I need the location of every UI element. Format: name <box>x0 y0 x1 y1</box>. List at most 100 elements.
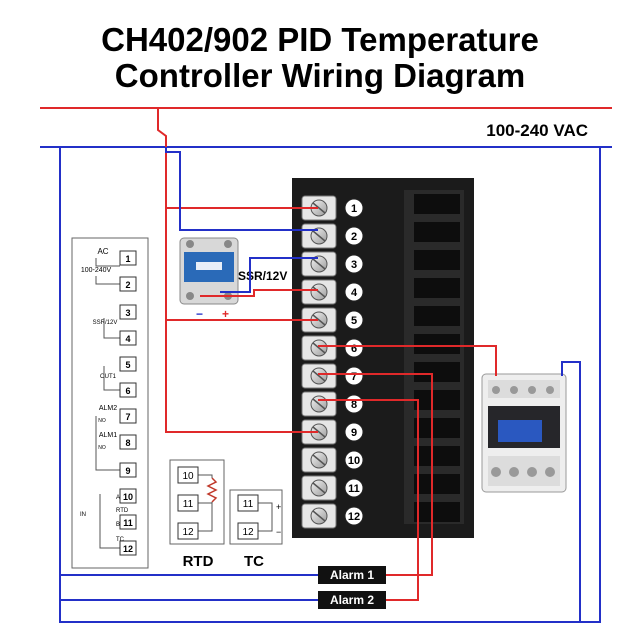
solid-state-relay <box>179 237 239 305</box>
terminal-number: 8 <box>351 399 357 411</box>
wire-contactor-coil-neutral <box>561 361 581 622</box>
rtd-terminal-number: 10 <box>182 471 194 482</box>
legend-terminal: 1 <box>119 250 137 266</box>
alarm-2-label-box: Alarm 2 <box>318 591 386 609</box>
legend-terminal-number: 5 <box>125 360 130 370</box>
legend-terminal: 6 <box>119 382 137 398</box>
controller-terminal[interactable]: 11 <box>301 475 364 501</box>
controller-fin <box>414 362 460 382</box>
wire-neutral-alarm2 <box>59 575 330 601</box>
legend-terminal: 11 <box>119 514 137 530</box>
title-line-2: Controller Wiring Diagram <box>114 57 526 94</box>
terminal-number: 1 <box>351 203 357 215</box>
legend-in-label: IN <box>80 512 86 518</box>
legend-terminal-number: 1 <box>125 254 130 264</box>
wire-t3-to-ssr <box>220 257 318 293</box>
legend-terminal-number: 10 <box>123 492 133 502</box>
controller-fin <box>414 502 460 522</box>
legend-terminal-number: 3 <box>125 308 130 318</box>
controller-terminal[interactable]: 9 <box>301 419 364 445</box>
legend-no-label-2: NO <box>98 418 106 424</box>
controller-terminal[interactable]: 4 <box>301 279 364 305</box>
title-line-1: CH402/902 PID Temperature <box>101 21 539 58</box>
legend-terminal-number: 6 <box>125 386 130 396</box>
ssr-plus-label: + <box>222 307 229 321</box>
supply-label: 100-240 VAC <box>486 121 588 140</box>
controller-terminal[interactable]: 3 <box>301 251 364 277</box>
legend-terminal: 3 <box>119 304 137 320</box>
terminal-number: 3 <box>351 259 357 271</box>
legend-terminal: 8 <box>119 434 137 450</box>
legend-terminal: 5 <box>119 356 137 372</box>
controller-terminal[interactable]: 2 <box>301 223 364 249</box>
svg-text:+: + <box>276 502 281 512</box>
legend-a-label: A <box>116 495 120 501</box>
wire-t7-alarm1 <box>318 373 433 576</box>
controller-terminal[interactable]: 6 <box>301 335 364 361</box>
terminal-number: 12 <box>348 511 360 523</box>
wire-live-to-t1 <box>157 108 318 209</box>
legend-no-label-1: NO <box>98 445 106 451</box>
wire-t8-alarm2 <box>318 399 419 601</box>
terminal-number: 2 <box>351 231 357 243</box>
controller-terminal[interactable]: 8 <box>301 391 364 417</box>
legend-terminal-number: 2 <box>125 280 130 290</box>
legend-ssr-label: SSR/12V <box>93 320 118 326</box>
controller-terminal[interactable]: 1 <box>301 195 364 221</box>
ssr-label: SSR/12V <box>238 269 287 283</box>
terminal-number: 7 <box>351 371 357 383</box>
legend-terminal-number: 7 <box>125 412 130 422</box>
diagram-title: CH402/902 PID Temperature Controller Wir… <box>0 22 640 94</box>
controller-fin <box>414 418 460 438</box>
legend-terminal: 2 <box>119 276 137 292</box>
controller-fin <box>414 446 460 466</box>
controller-terminal[interactable]: 12 <box>301 503 364 529</box>
alarm-2-label: Alarm 2 <box>330 593 374 607</box>
tc-terminal: 11 <box>237 494 259 512</box>
terminal-legend: AC 100-240V SSR/12V OUT1 ALM2 ALM1 NO NO… <box>71 237 149 569</box>
controller-fin <box>414 194 460 214</box>
tc-terminal-number: 12 <box>242 527 254 538</box>
controller-fin <box>414 474 460 494</box>
rtd-terminal-number: 12 <box>182 527 194 538</box>
legend-alm2-label: ALM2 <box>99 405 117 412</box>
ac-contactor <box>481 373 567 493</box>
legend-terminal: 7 <box>119 408 137 424</box>
legend-terminal-number: 11 <box>123 518 133 528</box>
terminal-number: 4 <box>351 287 358 299</box>
legend-b-label: B <box>116 522 120 528</box>
legend-out1-label: OUT1 <box>100 374 117 380</box>
rtd-terminal-number: 11 <box>183 499 194 510</box>
legend-terminal-number: 8 <box>125 438 130 448</box>
controller-terminal[interactable]: 7 <box>301 363 364 389</box>
alarm-1-label: Alarm 1 <box>330 568 374 582</box>
legend-voltage-label: 100-240V <box>81 267 112 274</box>
terminal-number: 5 <box>351 315 357 327</box>
legend-terminal: 10 <box>119 488 137 504</box>
legend-ac-label: AC <box>97 247 108 256</box>
legend-terminal: 4 <box>119 330 137 346</box>
legend-terminal-number: 4 <box>125 334 130 344</box>
tc-label: TC <box>244 553 264 570</box>
alarm-1-label-box: Alarm 1 <box>318 566 386 584</box>
legend-terminal: 9 <box>119 462 137 478</box>
ssr-minus-label: − <box>196 307 203 321</box>
legend-terminal-number: 9 <box>125 466 130 476</box>
tc-terminal: 12 <box>237 522 259 540</box>
controller-fin <box>414 390 460 410</box>
controller-fin <box>414 306 460 326</box>
terminal-number: 9 <box>351 427 357 439</box>
wire-live-to-t9 <box>165 320 318 433</box>
controller-fin <box>414 278 460 298</box>
svg-text:−: − <box>276 527 281 537</box>
tc-terminal-number: 11 <box>243 499 254 510</box>
controller-fins <box>404 190 464 524</box>
controller-fin <box>414 250 460 270</box>
controller-fin <box>414 334 460 354</box>
legend-terminal-number: 12 <box>123 544 133 554</box>
terminal-number: 11 <box>348 483 360 495</box>
wire-t6-to-contactor <box>318 345 497 376</box>
controller-fin <box>414 222 460 242</box>
legend-terminal: 12 <box>119 540 137 556</box>
controller-terminal[interactable]: 10 <box>301 447 364 473</box>
